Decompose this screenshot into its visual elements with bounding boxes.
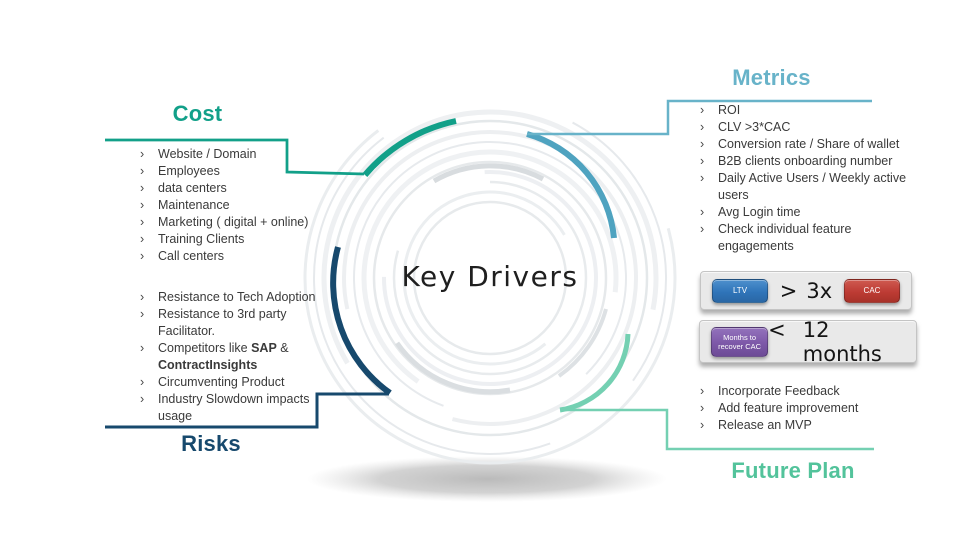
list-item-text: ROI [718, 103, 741, 117]
list-item: › Daily Active Users / Weekly active use… [692, 170, 932, 204]
ltv-cac-comparison-badge: LTV > 3x CAC [700, 271, 912, 310]
future-plan-arc [559, 333, 631, 413]
list-item-text: Website / Domain [158, 147, 257, 161]
chevron-bullet-icon: › [700, 103, 705, 117]
center-title: Key Drivers [401, 260, 579, 293]
chevron-bullet-icon: › [140, 164, 145, 178]
list-item-text: Training Clients [158, 232, 245, 246]
future-plan-list: › Incorporate Feedback › Add feature imp… [692, 383, 932, 434]
list-item-text: Circumventing Product [158, 375, 285, 389]
chevron-bullet-icon: › [700, 418, 705, 432]
list-item: › Release an MVP [692, 417, 932, 434]
chevron-bullet-icon: › [140, 307, 145, 321]
list-item: › Industry Slowdown impacts usage [132, 391, 352, 425]
ltv-cac-expression: > 3x [780, 279, 832, 303]
list-item-text: Competitors like SAP & ContractInsights [158, 341, 289, 372]
chevron-bullet-icon: › [140, 198, 145, 212]
list-item-text: Release an MVP [718, 418, 812, 432]
chevron-bullet-icon: › [140, 341, 145, 355]
cost-arc [362, 118, 457, 177]
list-item: › Training Clients [132, 231, 352, 248]
risks-heading: Risks [181, 431, 241, 456]
chevron-bullet-icon: › [140, 249, 145, 263]
list-item-text: Maintenance [158, 198, 230, 212]
list-item-text: data centers [158, 181, 227, 195]
cac-pill: CAC [844, 278, 900, 303]
chevron-bullet-icon: › [700, 384, 705, 398]
list-item: › data centers [132, 180, 352, 197]
list-item: › Employees [132, 163, 352, 180]
greater-than-operator: > [779, 278, 798, 303]
chevron-bullet-icon: › [700, 222, 705, 236]
list-item: › CLV >3*CAC [692, 119, 932, 136]
list-item: › Competitors like SAP & ContractInsight… [132, 340, 352, 374]
chevron-bullet-icon: › [140, 392, 145, 406]
chevron-bullet-icon: › [700, 120, 705, 134]
list-item-text: Incorporate Feedback [718, 384, 840, 398]
ltv-pill: LTV [712, 278, 768, 303]
metrics-arc [526, 131, 617, 239]
months-to-recover-cac-pill: Months to recover CAC [711, 326, 769, 357]
risks-list: › Resistance to Tech Adoption › Resistan… [132, 289, 352, 425]
list-item-text: CLV >3*CAC [718, 120, 791, 134]
list-item: › Marketing ( digital + online) [132, 214, 352, 231]
list-item: › Avg Login time [692, 204, 932, 221]
chevron-bullet-icon: › [140, 232, 145, 246]
list-item: › B2B clients onboarding number [692, 153, 932, 170]
list-item: › Add feature improvement [692, 400, 932, 417]
list-item-text: Resistance to 3rd party Facilitator. [158, 307, 287, 338]
list-item-text: Employees [158, 164, 220, 178]
less-than-operator: < [768, 317, 786, 342]
list-item-text: Add feature improvement [718, 401, 859, 415]
months-value: 12 months [802, 317, 882, 366]
chevron-bullet-icon: › [140, 147, 145, 161]
list-item-text: Daily Active Users / Weekly active users [718, 171, 907, 202]
floor-shadow [307, 456, 667, 502]
list-item-text: Check individual feature engagements [718, 222, 852, 253]
chevron-bullet-icon: › [700, 401, 705, 415]
chevron-bullet-icon: › [700, 205, 705, 219]
list-item: › ROI [692, 102, 932, 119]
chevron-bullet-icon: › [140, 181, 145, 195]
list-item-text: Avg Login time [718, 205, 801, 219]
list-item-text: Conversion rate / Share of wallet [718, 137, 900, 151]
list-item: › Call centers [132, 248, 352, 265]
chevron-bullet-icon: › [140, 375, 145, 389]
list-item-text: Resistance to Tech Adoption [158, 290, 316, 304]
chevron-bullet-icon: › [700, 171, 705, 185]
chevron-bullet-icon: › [700, 154, 705, 168]
list-item-text: Marketing ( digital + online) [158, 215, 309, 229]
future-plan-heading: Future Plan [731, 458, 855, 483]
list-item: › Conversion rate / Share of wallet [692, 136, 932, 153]
list-item: › Resistance to Tech Adoption [132, 289, 352, 306]
list-item-text: B2B clients onboarding number [718, 154, 893, 168]
cac-payback-badge: Months to recover CAC < 12 months [699, 318, 917, 366]
chevron-bullet-icon: › [140, 290, 145, 304]
list-item: › Website / Domain [132, 146, 352, 163]
list-item: › Check individual feature engagements [692, 221, 932, 255]
list-item: › Maintenance [132, 197, 352, 214]
cost-list: › Website / Domain › Employees › data ce… [132, 146, 352, 265]
chevron-bullet-icon: › [700, 137, 705, 151]
list-item: › Circumventing Product [132, 374, 352, 391]
metrics-list: › ROI › CLV >3*CAC › Conversion rate / S… [692, 102, 932, 255]
list-item: › Resistance to 3rd party Facilitator. [132, 306, 352, 340]
metrics-heading: Metrics [732, 65, 811, 90]
list-item-text: Industry Slowdown impacts usage [158, 392, 310, 423]
list-item: › Incorporate Feedback [692, 383, 932, 400]
multiplier-value: 3x [806, 278, 833, 303]
chevron-bullet-icon: › [140, 215, 145, 229]
cost-heading: Cost [172, 101, 223, 126]
payback-expression: < 12 months [768, 318, 901, 366]
list-item-text: Call centers [158, 249, 224, 263]
